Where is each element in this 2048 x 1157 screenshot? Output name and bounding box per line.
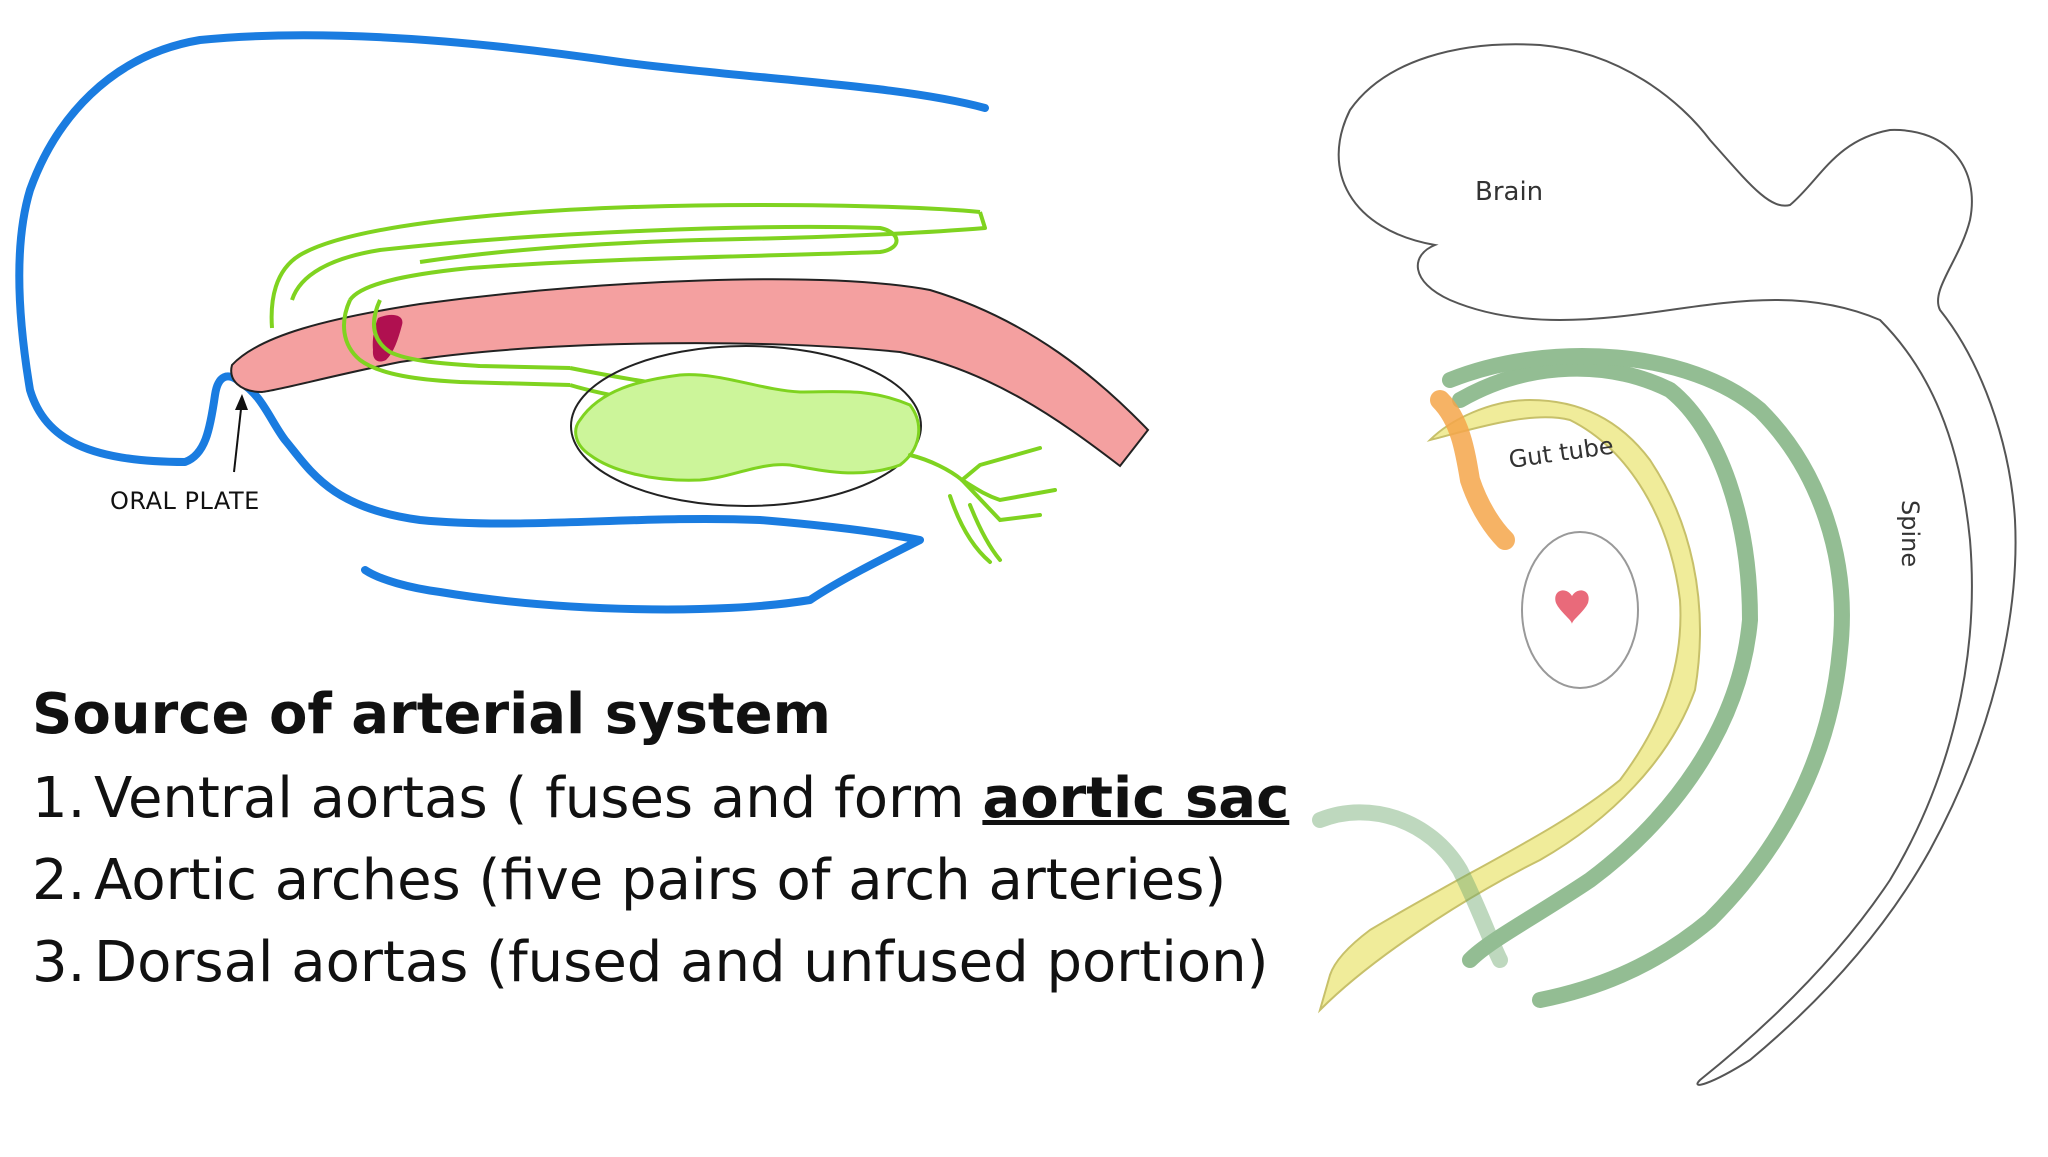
green-vessels [1312,348,1850,1008]
embryo-sketch-diagram: Brain Gut tube Spine [1290,0,2048,1152]
brain-outline [1337,43,2017,1086]
list-number: 2. [32,848,86,913]
heart-icon [1555,590,1589,624]
list-text: Dorsal aortas (fused and unfused portion… [94,930,1269,995]
list-number: 3. [32,930,86,995]
list-number: 1. [32,766,86,831]
list-item: 2.Aortic arches (five pairs of arch arte… [32,840,1282,922]
oral-plate-pointer [233,394,248,473]
heading: Source of arterial system [32,682,832,747]
embryo-arterial-diagram: ORAL PLATE [0,0,1270,660]
brain-label: Brain [1475,177,1543,207]
orange-vessel [1430,390,1515,550]
yellow-vessel [1317,398,1701,1014]
list-text: Ventral aortas ( fuses and form [94,766,983,831]
list-item: 1.Ventral aortas ( fuses and form aortic… [32,758,1311,840]
text-block: Source of arterial system 1.Ventral aort… [32,672,1311,1004]
heart-tube [574,373,921,482]
oral-plate-mark [372,314,403,362]
oral-plate-label: ORAL PLATE [110,487,260,515]
gut-tube-label: Gut tube [1507,432,1615,474]
head-outline [15,31,989,614]
outflow-branches [908,446,1057,564]
list-item: 3.Dorsal aortas (fused and unfused porti… [32,922,1282,1004]
heart-outline [570,345,922,507]
embryo-sketch-svg: Brain Gut tube Spine [1312,43,2017,1086]
heart-sac-outline [1521,531,1639,689]
embryo-diagram-svg [15,31,1150,614]
spine-label: Spine [1896,500,1924,567]
list-emphasis: aortic sac [982,766,1290,831]
list-text: Aortic arches (five pairs of arch arteri… [94,848,1227,913]
